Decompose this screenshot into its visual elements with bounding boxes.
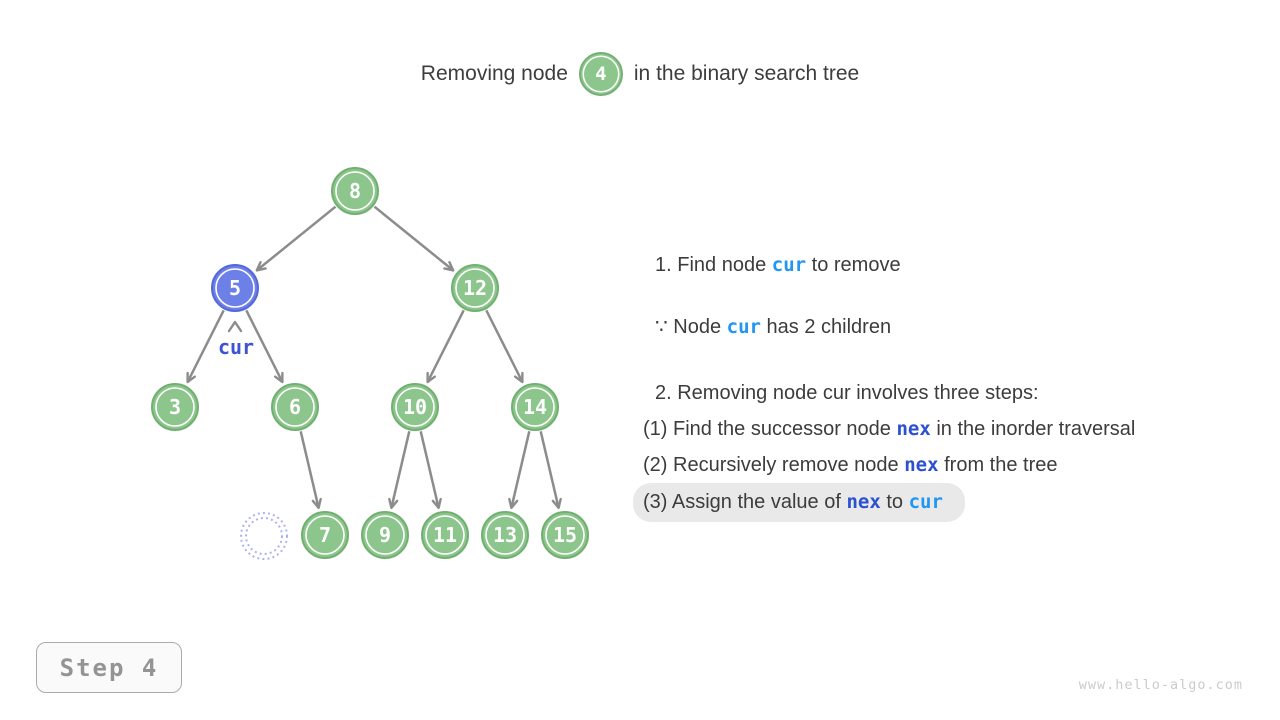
text: in the inorder traversal xyxy=(930,418,1136,440)
code-nex: nex xyxy=(904,454,939,476)
title-node-value: 4 xyxy=(595,63,607,85)
code-nex: nex xyxy=(896,418,931,440)
tree-node-10: 10 xyxy=(391,383,439,431)
instruction-line-4: (1) Find the successor node nex in the i… xyxy=(643,416,1135,442)
watermark: www.hello-algo.com xyxy=(1078,677,1243,693)
tree-edges xyxy=(186,205,562,509)
edge-6-7 xyxy=(299,431,322,509)
text: (2) Recursively remove node xyxy=(643,454,905,476)
edge-14-13 xyxy=(508,431,531,509)
slide-title: Removing node 4 in the binary search tre… xyxy=(0,52,1280,96)
tree-node-15: 15 xyxy=(541,511,589,559)
text: ∵ Node xyxy=(655,316,727,338)
step-indicator: Step 4 xyxy=(36,642,182,693)
title-prefix: Removing node xyxy=(420,62,568,85)
text: 2. Removing node cur involves three step… xyxy=(655,382,1039,404)
text: (1) Find the successor node xyxy=(643,418,897,440)
title-node-circle: 4 xyxy=(578,52,623,96)
node-value: 3 xyxy=(169,395,181,419)
node-value: 8 xyxy=(349,179,361,203)
node-value: 6 xyxy=(289,395,301,419)
edge-10-9 xyxy=(388,431,411,509)
edge-12-10 xyxy=(426,309,465,384)
tree-node-12: 12 xyxy=(451,264,499,312)
tree-node-5-cur: 5 xyxy=(211,264,259,312)
instruction-line-3: 2. Removing node cur involves three step… xyxy=(655,380,1039,406)
tree-nodes: 8 5 12 3 6 10 xyxy=(151,167,589,559)
tree-node-6: 6 xyxy=(271,383,319,431)
code-cur: cur xyxy=(908,491,943,513)
node-value: 12 xyxy=(463,276,487,300)
text: 1. Find node xyxy=(655,254,772,276)
edge-8-5 xyxy=(255,205,337,272)
text: to remove xyxy=(806,254,901,276)
tree-node-9: 9 xyxy=(361,511,409,559)
step-label: Step 4 xyxy=(59,653,159,682)
node-value: 15 xyxy=(553,523,577,547)
edge-8-12 xyxy=(373,205,455,272)
tree-node-8: 8 xyxy=(331,167,379,215)
title-suffix: in the binary search tree xyxy=(633,62,860,85)
edge-12-14 xyxy=(485,309,524,384)
node-value: 9 xyxy=(379,523,391,547)
code-cur: cur xyxy=(771,254,807,276)
node-value: 11 xyxy=(433,523,457,547)
cur-pointer-label: cur xyxy=(218,335,254,359)
tree-node-11: 11 xyxy=(421,511,469,559)
tree-node-14: 14 xyxy=(511,383,559,431)
edge-5-3 xyxy=(186,309,225,384)
instruction-line-2: ∵ Node cur has 2 children xyxy=(655,314,891,340)
node-value: 10 xyxy=(403,395,427,419)
tree-node-13: 13 xyxy=(481,511,529,559)
node-value: 13 xyxy=(493,523,517,547)
code-cur: cur xyxy=(726,316,761,338)
edge-10-11 xyxy=(419,431,442,509)
node-value: 14 xyxy=(523,395,547,419)
instruction-line-1: 1. Find node cur to remove xyxy=(655,252,901,278)
instruction-line-5: (2) Recursively remove node nex from the… xyxy=(643,452,1057,478)
binary-search-tree-diagram: 8 5 12 3 6 10 xyxy=(151,167,589,560)
node-value: 5 xyxy=(229,276,241,300)
node-value: 7 xyxy=(319,523,331,547)
edge-5-6 xyxy=(245,309,284,384)
cur-pointer-arrow-icon xyxy=(227,320,243,333)
removed-node-ghost xyxy=(240,512,288,560)
text: has 2 children xyxy=(760,316,892,338)
tree-node-3: 3 xyxy=(151,383,199,431)
instruction-line-6-highlighted: (3) Assign the value of nex to cur xyxy=(633,483,965,522)
text: to xyxy=(880,491,909,513)
text: from the tree xyxy=(938,454,1058,476)
code-nex: nex xyxy=(846,491,881,513)
edge-14-15 xyxy=(539,431,562,509)
text: (3) Assign the value of xyxy=(643,491,847,513)
tree-node-7: 7 xyxy=(301,511,349,559)
